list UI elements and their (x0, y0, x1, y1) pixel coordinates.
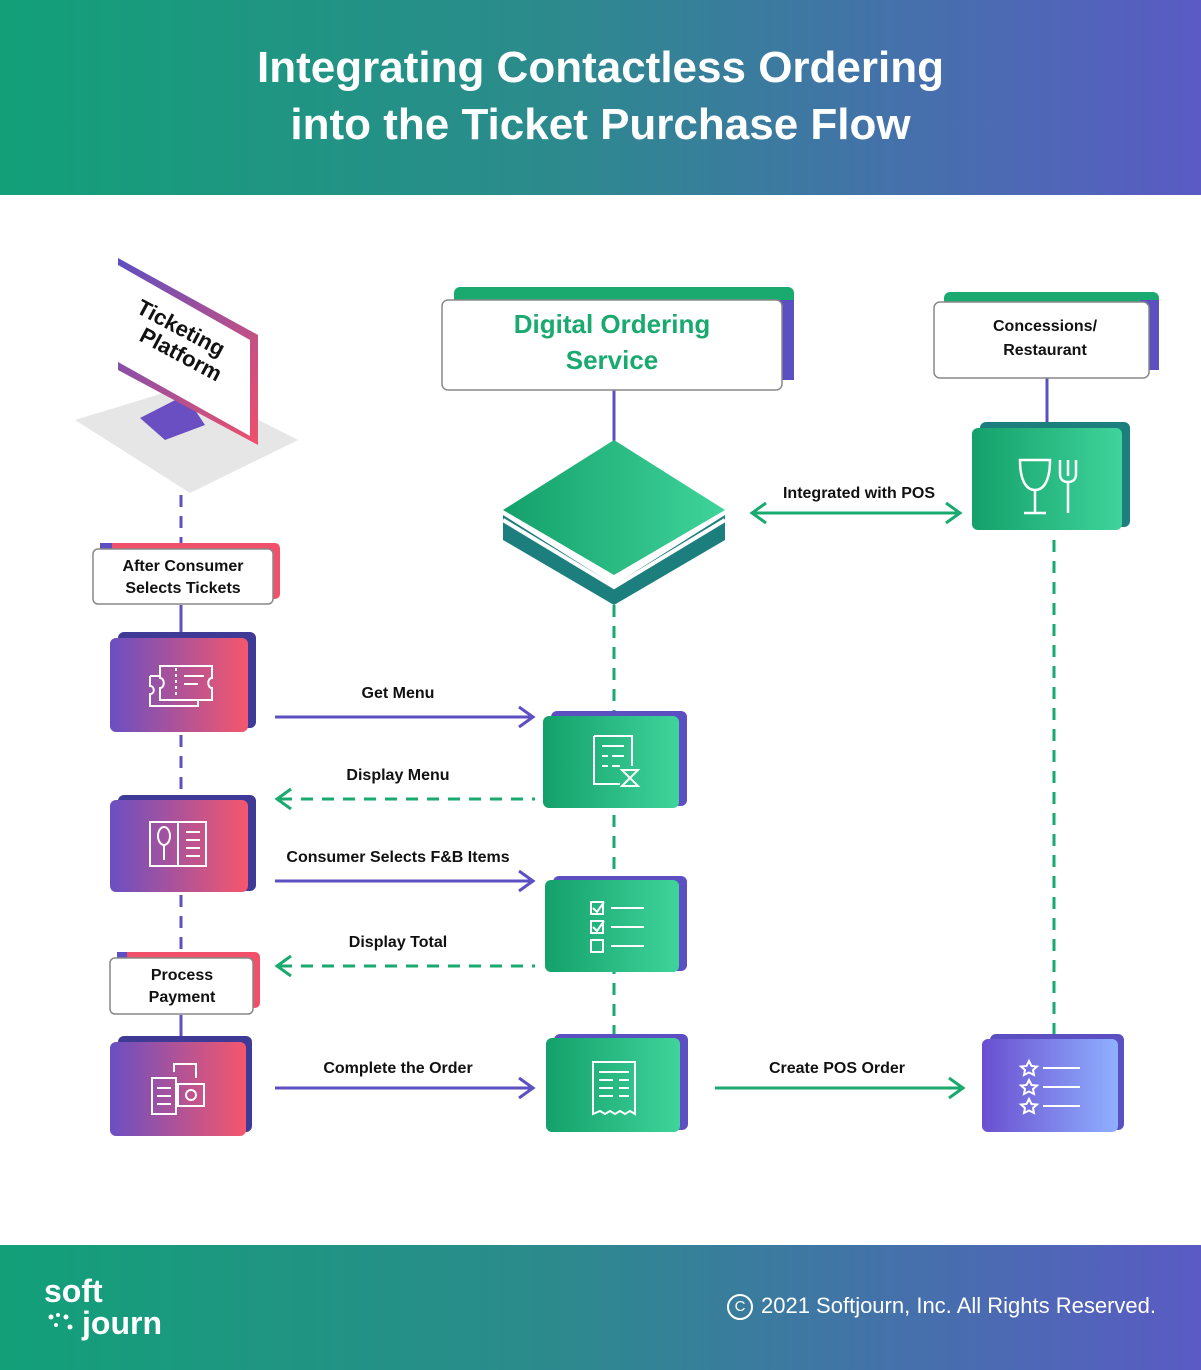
stars-list-icon (1018, 1058, 1080, 1115)
digital-label-line1: Digital Ordering (514, 309, 710, 339)
complete-order-label: Complete the Order (323, 1060, 472, 1077)
menu-document-icon (593, 735, 641, 787)
receipt-tile (546, 1034, 688, 1132)
get-menu-label: Get Menu (362, 685, 435, 702)
server-platform-icon (501, 440, 727, 605)
arrow-display-total: Display Total (274, 934, 535, 978)
concessions-label-line2: Restaurant (1003, 342, 1087, 359)
restaurant-tile (972, 422, 1130, 530)
arrow-create-pos-order: Create POS Order (715, 1060, 966, 1100)
arrow-consumer-selects-items: Consumer Selects F&B Items (275, 849, 536, 893)
create-pos-label: Create POS Order (769, 1060, 905, 1077)
arrow-get-menu: Get Menu (275, 685, 536, 729)
arrow-complete-order: Complete the Order (275, 1060, 536, 1100)
logo-soft: soft (44, 1273, 103, 1309)
receipt-icon (592, 1061, 636, 1116)
after-select-line2: Selects Tickets (125, 580, 240, 597)
after-select-line1: After Consumer (123, 558, 244, 575)
digital-label-line2: Service (566, 345, 659, 375)
display-menu-label: Display Menu (346, 767, 449, 784)
pos-order-tile (982, 1034, 1124, 1132)
flow-diagram: Ticketing Platform Digital Ordering Serv… (75, 258, 1159, 1136)
menu-book-tile (110, 795, 256, 892)
checklist-tile (545, 876, 687, 972)
copyright-text: 2021 Softjourn, Inc. All Rights Reserved… (761, 1293, 1156, 1318)
footer-banner: soft journ (0, 1245, 1201, 1370)
page-title-line2: into the Ticket Purchase Flow (290, 100, 911, 149)
copyright: C 2021 Softjourn, Inc. All Rights Reserve… (727, 1293, 1156, 1321)
glass-fork-icon (1018, 458, 1078, 515)
process-payment-box: Process Payment (109, 952, 260, 1015)
arrow-integrated-with-pos: Integrated with POS (749, 485, 963, 525)
arrow-display-menu: Display Menu (274, 767, 535, 811)
ticket-tile (110, 632, 256, 732)
ticketing-platform-monitor: Ticketing Platform (75, 258, 298, 493)
display-total-label: Display Total (349, 934, 447, 951)
header-banner: Integrating Contactless Ordering into th… (0, 0, 1201, 195)
payment-tile (110, 1036, 252, 1136)
menu-book-icon (149, 821, 207, 867)
consumer-selects-label: Consumer Selects F&B Items (286, 849, 509, 866)
process-payment-line2: Payment (149, 989, 216, 1006)
digital-ordering-service-box: Digital Ordering Service (441, 287, 794, 391)
page-title-line1: Integrating Contactless Ordering (257, 43, 944, 92)
logo-dots-icon (48, 1313, 73, 1330)
ticket-icon (149, 665, 213, 707)
after-consumer-selects-box: After Consumer Selects Tickets (92, 543, 280, 605)
integrated-pos-label: Integrated with POS (783, 485, 935, 502)
concessions-restaurant-box: Concessions/ Restaurant (933, 292, 1159, 379)
process-payment-line1: Process (151, 967, 213, 984)
checklist-icon (590, 901, 644, 953)
copyright-icon: C (727, 1294, 753, 1321)
concessions-label-line1: Concessions/ (993, 318, 1098, 335)
menu-document-tile (543, 711, 687, 808)
payment-icon (151, 1063, 205, 1115)
logo-journ: journ (82, 1305, 162, 1341)
